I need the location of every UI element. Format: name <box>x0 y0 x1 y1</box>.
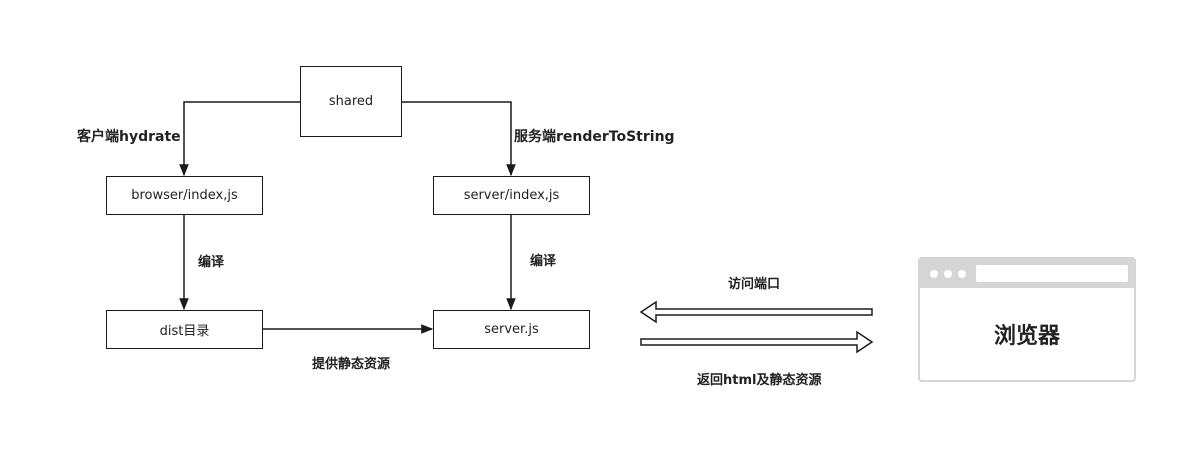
arrow-shared-to-server-index <box>401 101 516 177</box>
node-server-js: server.js <box>433 310 590 349</box>
window-dot-icon <box>944 270 952 278</box>
browser-title-bar <box>920 259 1134 288</box>
window-dot-icon <box>930 270 938 278</box>
label-visit-port: 访问端口 <box>728 277 781 292</box>
node-dist: dist目录 <box>106 310 263 349</box>
hollow-arrow-right <box>640 330 874 354</box>
arrow-shared-to-browser-index <box>179 101 301 177</box>
browser-window: 浏览器 <box>918 257 1136 382</box>
label-server-render: 服务端renderToString <box>514 129 675 145</box>
label-serve-static: 提供静态资源 <box>312 357 391 372</box>
node-browser-index: browser/index,js <box>106 176 263 215</box>
window-dot-icon <box>958 270 966 278</box>
node-shared: shared <box>300 66 402 137</box>
hollow-arrow-left <box>639 300 873 324</box>
address-bar <box>976 265 1128 282</box>
node-server-index: server/index,js <box>433 176 590 215</box>
label-compile-left: 编译 <box>198 255 225 270</box>
browser-label: 浏览器 <box>993 324 1060 349</box>
label-compile-right: 编译 <box>530 254 557 269</box>
label-client-hydrate: 客户端hydrate <box>77 129 181 145</box>
label-return-html: 返回html及静态资源 <box>697 373 822 388</box>
